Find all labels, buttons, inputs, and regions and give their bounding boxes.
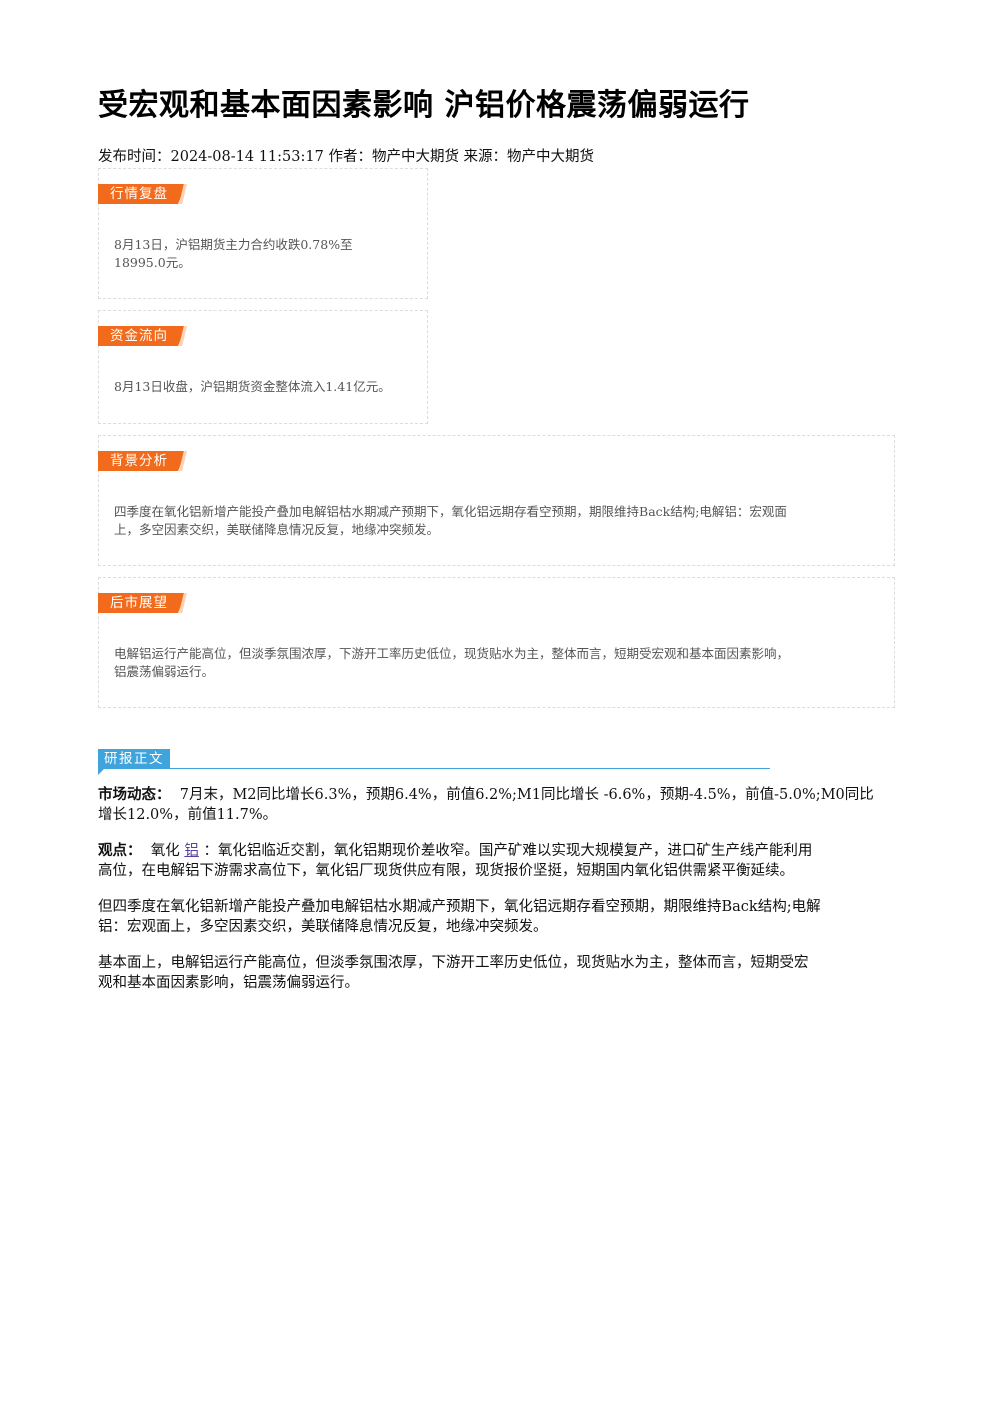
card-text-line: 18995.0元。 <box>114 255 191 270</box>
section-divider <box>170 768 770 769</box>
para-text: 氧化 <box>150 843 180 859</box>
card-text-line: 四季度在氧化铝新增产能投产叠加电解铝枯水期减产预期下，氧化铝远期存看空预期，期限… <box>114 504 787 519</box>
tag-stripe <box>179 184 187 204</box>
tag-stripe <box>179 451 187 471</box>
card-market-review: 行情复盘 8月13日，沪铝期货主力合约收跌0.78%至 18995.0元。 <box>98 168 428 299</box>
card-body: 8月13日，沪铝期货主力合约收跌0.78%至 18995.0元。 <box>114 236 399 272</box>
section-label-report-body: 研报正文 <box>98 749 170 769</box>
card-text-line: 8月13日收盘，沪铝期货资金整体流入1.41亿元。 <box>114 379 391 394</box>
card-body: 8月13日收盘，沪铝期货资金整体流入1.41亿元。 <box>114 378 399 396</box>
para-line: 基本面上，电解铝运行产能高位，但淡季氛围浓厚，下游开工率历史低位，现货贴水为主，… <box>98 955 809 971</box>
page-title: 受宏观和基本面因素影响 沪铝价格震荡偏弱运行 <box>98 88 750 123</box>
para-line: 高位，在电解铝下游需求高位下，氧化铝厂现货供应有限，现货报价坚挺，短期国内氧化铝… <box>98 863 794 879</box>
card-tag-market-review: 行情复盘 <box>98 184 186 204</box>
card-tag-background-analysis: 背景分析 <box>98 451 186 471</box>
para-line: 但四季度在氧化铝新增产能投产叠加电解铝枯水期减产预期下，氧化铝远期存看空预期，期… <box>98 899 821 915</box>
card-tag-fund-flow: 资金流向 <box>98 326 186 346</box>
paragraph-market-dynamics: 市场动态： 7月末，M2同比增长6.3%，预期6.4%，前值6.2%;M1同比增… <box>98 785 892 825</box>
tag-stripe <box>179 326 187 346</box>
aluminum-link[interactable]: 铝 <box>184 843 199 859</box>
para-label: 市场动态： <box>98 786 171 803</box>
para-text: ：氧化铝临近交割，氧化铝期现价差收窄。国产矿难以实现大规模复产，进口矿生产线产能… <box>203 843 813 859</box>
para-line: 观点： 氧化 铝 ：氧化铝临近交割，氧化铝期现价差收窄。国产矿难以实现大规模复产… <box>98 841 892 861</box>
card-fund-flow: 资金流向 8月13日收盘，沪铝期货资金整体流入1.41亿元。 <box>98 310 428 424</box>
card-body: 电解铝运行产能高位，但淡季氛围浓厚，下游开工率历史低位，现货贴水为主，整体而言，… <box>114 645 866 681</box>
para-label: 观点： <box>98 842 142 859</box>
card-text-line: 上，多空因素交织，美联储降息情况反复，地缘冲突频发。 <box>114 522 440 537</box>
tag-stripe <box>179 593 187 613</box>
card-outlook: 后市展望 电解铝运行产能高位，但淡季氛围浓厚，下游开工率历史低位，现货贴水为主，… <box>98 577 895 708</box>
para-text: 7月末，M2同比增长6.3%，预期6.4%，前值6.2%;M1同比增长 -6.6… <box>179 787 874 803</box>
paragraph-viewpoint: 观点： 氧化 铝 ：氧化铝临近交割，氧化铝期现价差收窄。国产矿难以实现大规模复产… <box>98 841 892 881</box>
para-line: 市场动态： 7月末，M2同比增长6.3%，预期6.4%，前值6.2%;M1同比增… <box>98 785 892 805</box>
paragraph-q4-outlook: 但四季度在氧化铝新增产能投产叠加电解铝枯水期减产预期下，氧化铝远期存看空预期，期… <box>98 897 892 937</box>
para-line: 增长12.0%，前值11.7%。 <box>98 807 278 823</box>
paragraph-fundamentals: 基本面上，电解铝运行产能高位，但淡季氛围浓厚，下游开工率历史低位，现货贴水为主，… <box>98 953 892 993</box>
publish-meta: 发布时间：2024-08-14 11:53:17 作者：物产中大期货 来源：物产… <box>98 149 595 165</box>
section-notch <box>98 769 104 775</box>
card-text-line: 铝震荡偏弱运行。 <box>114 664 215 679</box>
card-background-analysis: 背景分析 四季度在氧化铝新增产能投产叠加电解铝枯水期减产预期下，氧化铝远期存看空… <box>98 435 895 566</box>
card-tag-outlook: 后市展望 <box>98 593 186 613</box>
para-line: 观和基本面因素影响，铝震荡偏弱运行。 <box>98 975 359 991</box>
para-line: 铝：宏观面上，多空因素交织，美联储降息情况反复，地缘冲突频发。 <box>98 919 548 935</box>
card-body: 四季度在氧化铝新增产能投产叠加电解铝枯水期减产预期下，氧化铝远期存看空预期，期限… <box>114 503 866 539</box>
card-text-line: 8月13日，沪铝期货主力合约收跌0.78%至 <box>114 237 353 252</box>
card-text-line: 电解铝运行产能高位，但淡季氛围浓厚，下游开工率历史低位，现货贴水为主，整体而言，… <box>114 646 790 661</box>
